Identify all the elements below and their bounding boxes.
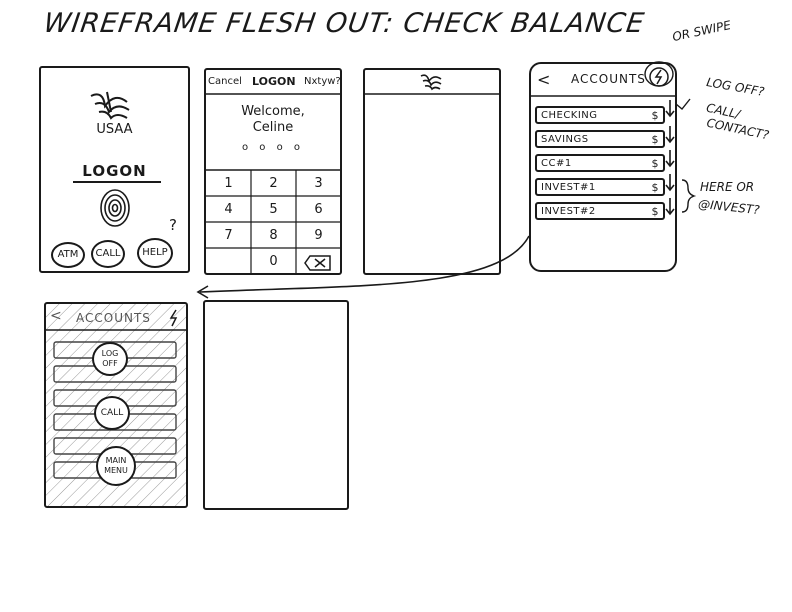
help-question-mark: ? [169,216,177,234]
lightning-icon [169,309,178,327]
account-name: CC#1 [541,157,572,169]
key-4[interactable]: 4 [224,202,233,217]
accounts-title: ACCOUNTS [571,72,646,86]
logon-header: LOGON [252,75,296,88]
back-button[interactable]: < [537,70,551,89]
screen-pin-entry: Cancel LOGON Nxtyw? Welcome, Celine o o … [204,68,342,275]
key-9[interactable]: 9 [314,228,323,243]
account-balance: $ [651,180,659,194]
screen-accounts: < ACCOUNTS CHECKING $ SAVINGS $ CC#1 $ I… [529,62,677,272]
call-button[interactable]: CALL [94,396,130,430]
brace-mark [681,179,697,213]
call-button[interactable]: CALL [91,240,125,268]
account-name: SAVINGS [541,133,589,145]
screen-login: USAA LOGON ATM CALL HELP ? [39,66,190,273]
call-button-label: CALL [95,248,121,259]
key-5[interactable]: 5 [269,202,278,217]
key-6[interactable]: 6 [314,202,323,217]
arrow-head-icon [196,285,209,299]
account-row-invest1[interactable]: INVEST#1 $ [535,178,665,196]
back-button[interactable]: < [50,308,62,324]
account-row-invest2[interactable]: INVEST#2 $ [535,202,665,220]
pin-dots: o o o o [241,142,304,153]
welcome-line: Welcome, [241,104,305,119]
flow-arrow [199,235,530,293]
eagle-logo-icon [73,91,161,227]
atm-button-label: ATM [57,249,79,260]
note-here-or-1: HERE OR [700,180,755,194]
down-arrow-icons [665,100,675,216]
key-8[interactable]: 8 [269,228,278,243]
welcome-name: Celine [252,120,294,135]
help-button[interactable]: HELP [137,238,173,268]
brand-label: USAA [96,122,133,137]
main-menu-button[interactable]: MAIN MENU [96,446,136,486]
account-name: INVEST#1 [541,181,596,193]
atm-button[interactable]: ATM [51,242,85,268]
fingerprint-icon [100,189,130,227]
screen-loading [363,68,501,275]
account-balance: $ [651,156,659,170]
main-menu-label: MAIN MENU [104,456,128,475]
account-balance: $ [651,108,659,122]
backspace-key-icon [304,255,331,271]
screen-menu-overlay: < ACCOUNTS LOG OFF CALL MAIN MENU [44,302,188,508]
account-name: INVEST#2 [541,205,596,217]
account-row-cc1[interactable]: CC#1 $ [535,154,665,172]
log-off-button[interactable]: LOG OFF [92,342,128,376]
account-balance: $ [651,132,659,146]
screen-blank [203,300,349,510]
accounts-title: ACCOUNTS [76,311,151,325]
eagle-logo-icon [420,74,442,91]
next-button[interactable]: Nxtyw? [304,76,341,87]
key-7[interactable]: 7 [224,228,233,243]
log-off-label: LOG OFF [101,349,119,368]
help-button-label: HELP [142,247,168,258]
account-row-savings[interactable]: SAVINGS $ [535,130,665,148]
account-balance: $ [651,204,659,218]
key-1[interactable]: 1 [224,176,233,191]
account-name: CHECKING [541,109,598,121]
key-2[interactable]: 2 [269,176,278,191]
logon-label: LOGON [82,162,147,180]
key-3[interactable]: 3 [314,176,323,191]
key-0[interactable]: 0 [269,254,278,269]
cancel-button[interactable]: Cancel [208,76,242,87]
account-row-checking[interactable]: CHECKING $ [535,106,665,124]
call-label: CALL [100,408,124,418]
